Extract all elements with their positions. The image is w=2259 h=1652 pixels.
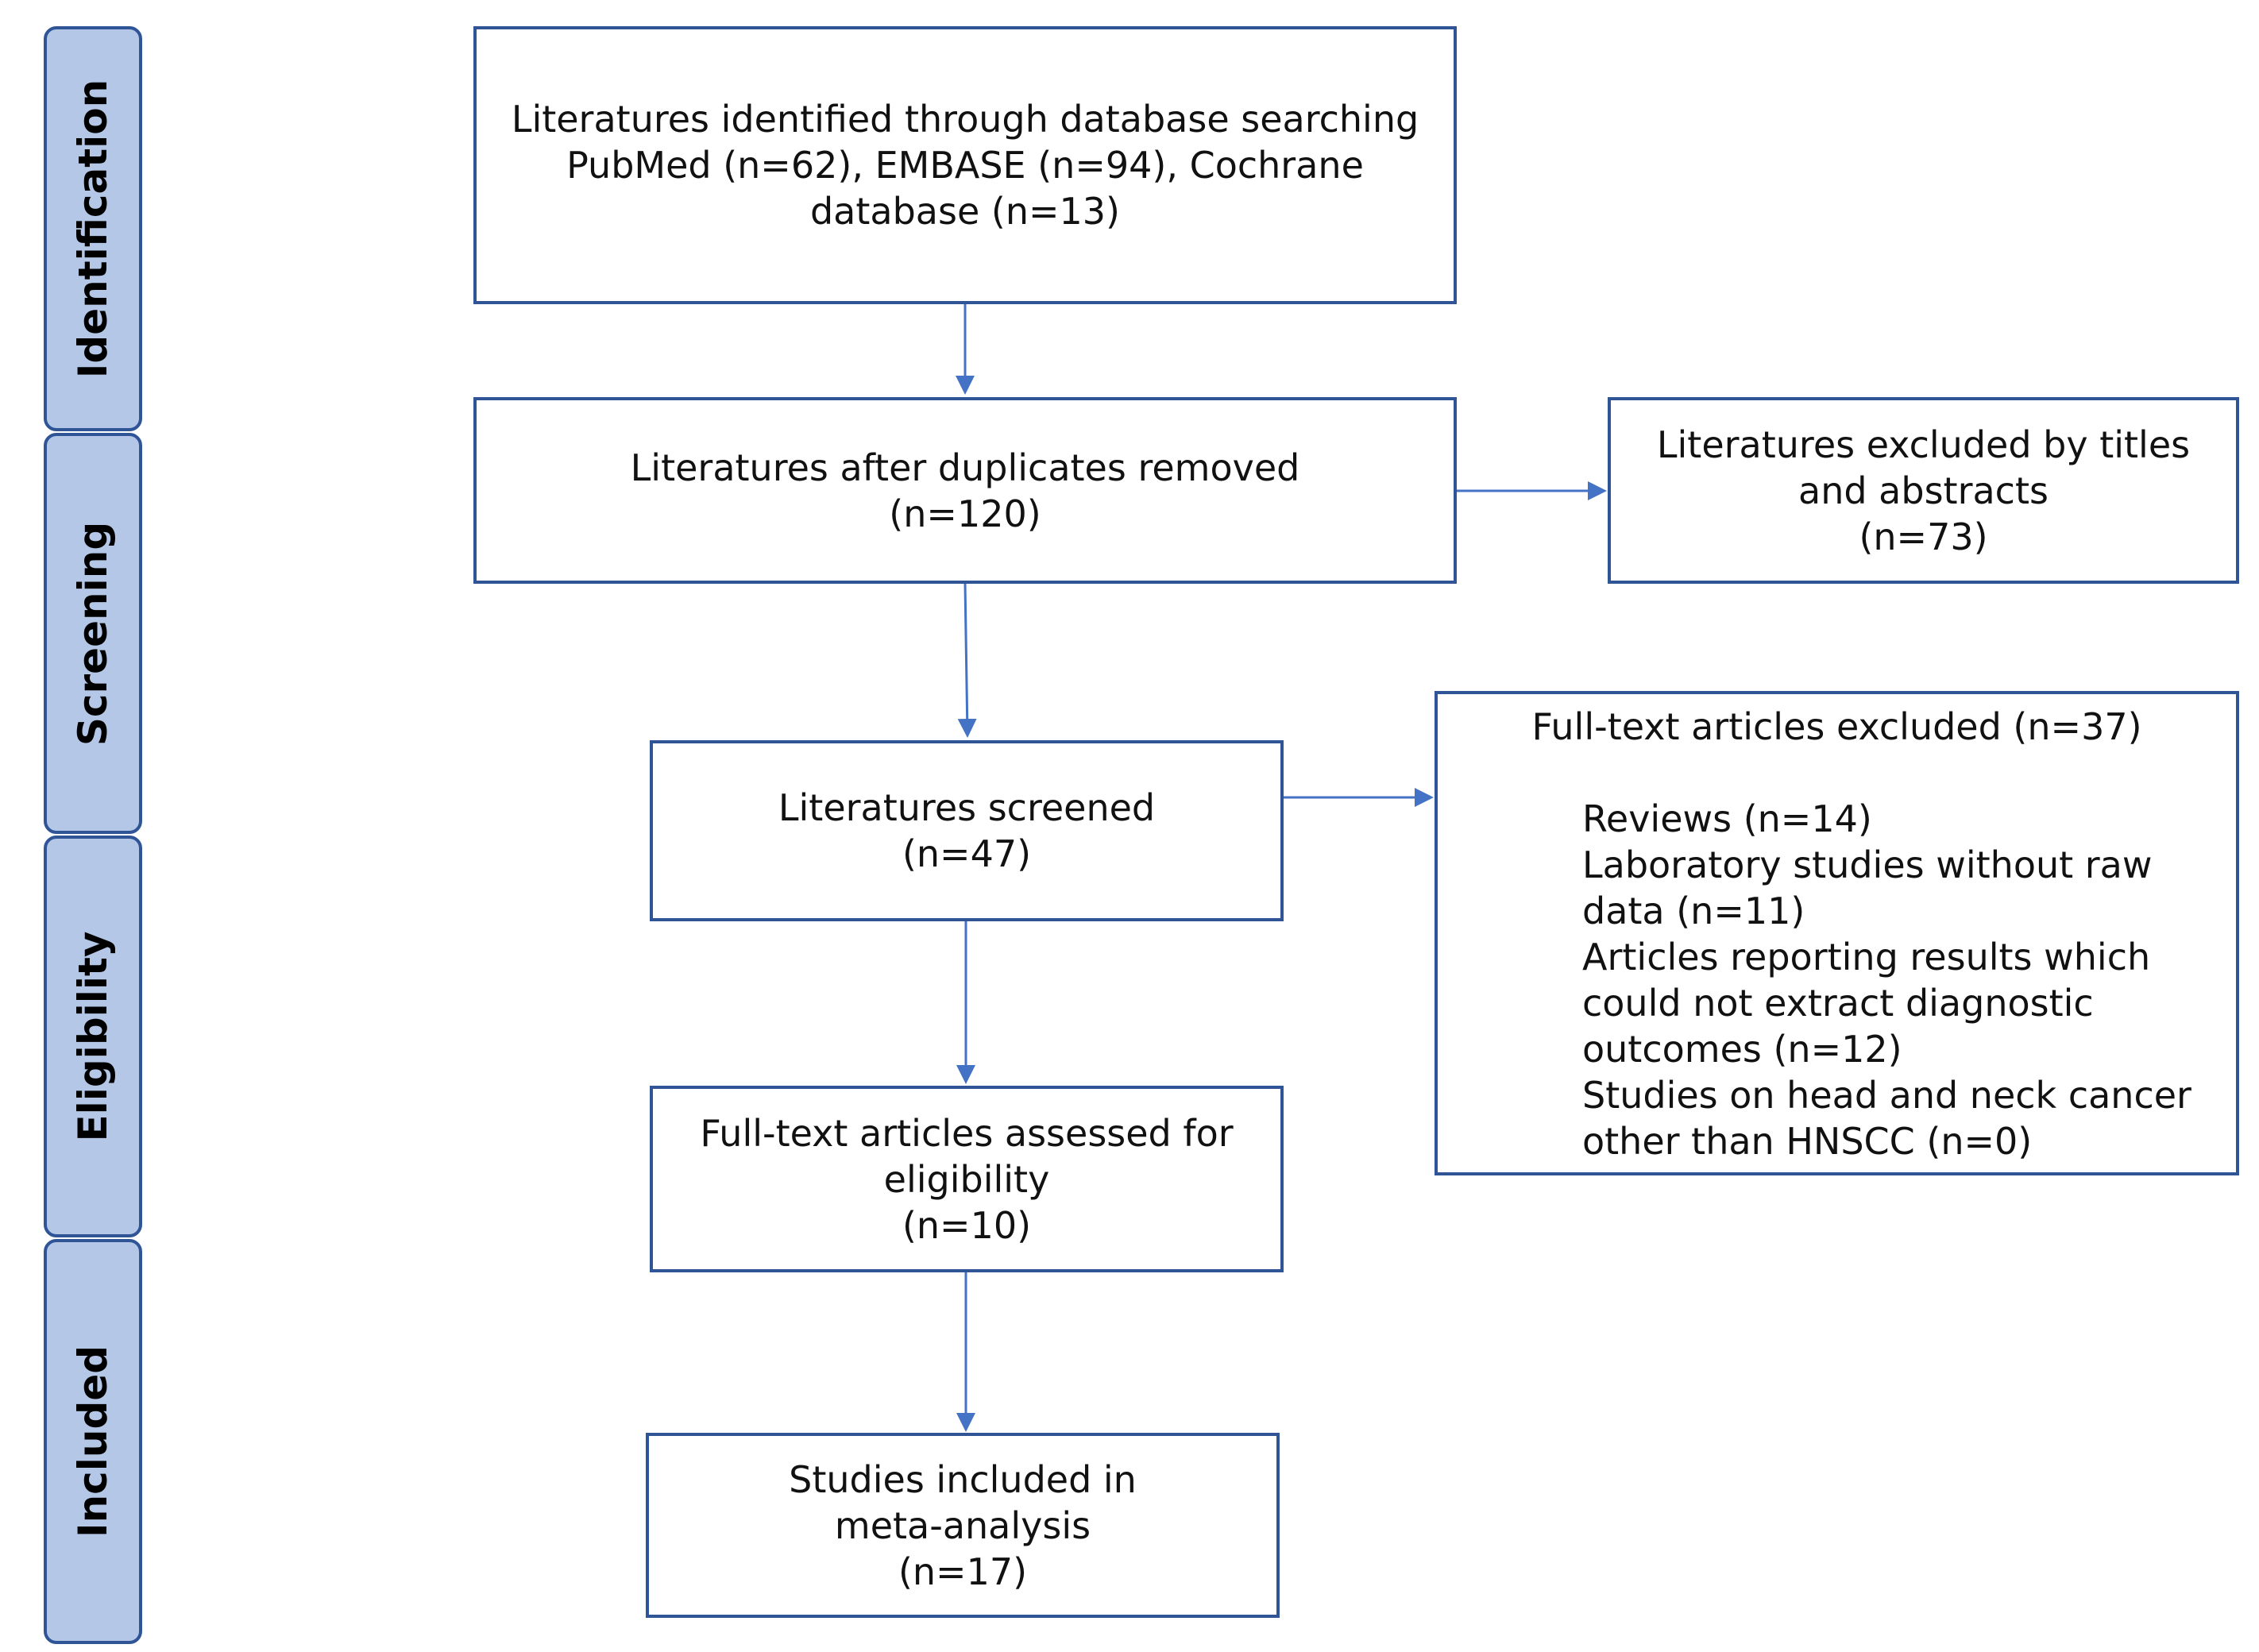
fulltext-excluded-box: Full-text articles excluded (n=37) Revie… xyxy=(1435,691,2239,1175)
identified-line-3: database (n=13) xyxy=(809,190,1120,233)
phase-screening: Screening xyxy=(44,433,142,834)
phase-eligibility: Eligibility xyxy=(44,836,142,1237)
arrow-duplicates-to-screened xyxy=(957,582,977,738)
included-line-2: meta-analysis xyxy=(834,1503,1091,1547)
phase-identification: Identification xyxy=(44,26,142,431)
screened-line-2: (n=47) xyxy=(902,832,1032,875)
exclusion-reason-line: Studies on head and neck cancer xyxy=(1582,1074,2191,1117)
assessed-line-1: Full-text articles assessed for xyxy=(700,1111,1234,1155)
included-line-1: Studies included in xyxy=(789,1457,1137,1501)
duplicates-removed-line-2: (n=120) xyxy=(889,492,1041,535)
included-line-3: (n=17) xyxy=(898,1550,1028,1593)
exclusion-reason-line: Laboratory studies without raw xyxy=(1582,843,2153,886)
identified-box: Literatures identified through database … xyxy=(473,26,1457,304)
exclusion-reason-line: could not extract diagnostic xyxy=(1582,982,2094,1025)
exclusion-reason-line: Reviews (n=14) xyxy=(1582,797,1872,840)
excluded-titles-line-3: (n=73) xyxy=(1859,515,1988,558)
screened-box: Literatures screened (n=47) xyxy=(650,740,1284,921)
exclusion-reason-line: Articles reporting results which xyxy=(1582,936,2151,978)
excluded-titles-box: Literatures excluded by titles and abstr… xyxy=(1608,397,2239,584)
assessed-line-2: eligibility xyxy=(883,1157,1050,1201)
fulltext-excluded-title: Full-text articles excluded (n=37) xyxy=(1531,705,2142,748)
included-box: Studies included in meta-analysis (n=17) xyxy=(646,1433,1280,1618)
exclusion-reason-line: other than HNSCC (n=0) xyxy=(1582,1120,2033,1163)
screened-line-1: Literatures screened xyxy=(778,786,1156,829)
assessed-box: Full-text articles assessed for eligibil… xyxy=(650,1086,1284,1272)
duplicates-removed-line-1: Literatures after duplicates removed xyxy=(630,446,1300,489)
exclusion-reason-line: data (n=11) xyxy=(1582,890,1805,932)
phase-included: Included xyxy=(44,1239,142,1644)
exclusion-reason-line: outcomes (n=12) xyxy=(1582,1028,1902,1071)
fulltext-excluded-reasons: Reviews (n=14) Laboratory studies withou… xyxy=(1438,796,2191,1164)
assessed-line-3: (n=10) xyxy=(902,1203,1032,1247)
identified-line-2: PubMed (n=62), EMBASE (n=94), Cochrane xyxy=(566,144,1364,187)
excluded-titles-line-2: and abstracts xyxy=(1798,469,2049,512)
identified-line-1: Literatures identified through database … xyxy=(511,98,1419,141)
excluded-titles-line-1: Literatures excluded by titles xyxy=(1656,423,2191,466)
duplicates-removed-box: Literatures after duplicates removed (n=… xyxy=(473,397,1457,584)
